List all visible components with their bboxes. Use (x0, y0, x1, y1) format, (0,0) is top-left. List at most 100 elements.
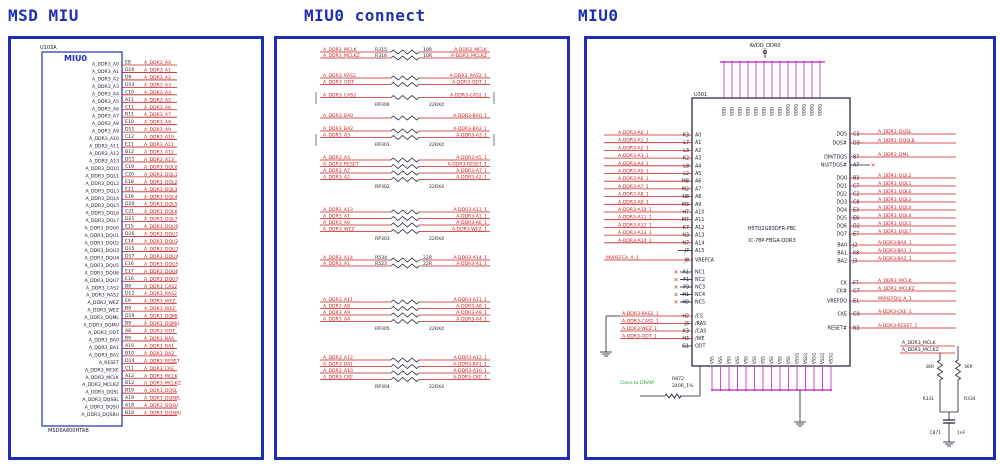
net-label: A_DDR3_DQU0 (144, 224, 178, 230)
addr-net: A-DDR3-A0_1 (618, 130, 649, 136)
data-pin-ball: A7 (853, 163, 859, 169)
data-pin-name: DQ4 (836, 208, 847, 214)
pack-value: 22RX4 (429, 184, 444, 190)
net-right: A-DDR3-A1_1 (456, 214, 487, 220)
vdd-label: VDD (754, 107, 759, 116)
pin-name: A_DDR3_A4 (92, 91, 119, 97)
pin-ball: C19 (125, 164, 134, 170)
addr-name: A7 (695, 186, 701, 192)
pin-ball: A10 (125, 343, 134, 349)
data-pin-name: CKE (837, 312, 847, 318)
net-right: A-DDR3-A7_1 (456, 168, 487, 174)
pin-ball: C10 (125, 89, 134, 95)
junction (787, 61, 789, 63)
addr-name: A12 (695, 225, 704, 231)
vref-net: MVREFCA_A_1 (606, 255, 639, 261)
ctrl-ball: H2 (682, 314, 689, 320)
res-ref: R534 (375, 255, 387, 261)
addr-ball: L7 (683, 140, 689, 146)
pin-name: A_DDR3_DQU5 (85, 263, 119, 269)
vss-label: VSS (727, 356, 732, 364)
ctrl-net: A-DDR3-RAS2_1 (622, 311, 659, 317)
pin-name: A_DDR3_DQU7 (85, 278, 119, 284)
data-pin-ball: G7 (853, 289, 860, 295)
data-pin-name: DQ2 (836, 192, 847, 198)
pin-name: A_DDR3_DQU6 (85, 270, 119, 276)
pin-name: A_DDR3_DQSBU (81, 412, 119, 418)
net-left: A_DDR3_A8 (323, 304, 350, 310)
net-label: A_DDR3_A8 (144, 120, 171, 126)
msd-miu-panel (8, 36, 264, 460)
res-ref: R523 (375, 261, 387, 267)
ctrl-net: A-DDR3-WEZ_1 (622, 326, 657, 332)
data-pin-name: DQ0 (836, 176, 847, 182)
net-right: A-DDR3-A3_1 (456, 133, 487, 139)
junction (747, 61, 749, 63)
junction (819, 61, 821, 63)
res-value: 22R (423, 255, 433, 261)
pin-ball: D9 (125, 74, 132, 80)
net-right: A-DDR3-CAS2_1 (450, 93, 487, 99)
net-label: A_DDR3_A11 (144, 142, 174, 148)
ctrl-name: /RAS (695, 321, 706, 327)
ctrl-ball: G1 (682, 344, 689, 350)
data-pin-name: NU/TDQS# (821, 163, 847, 169)
pin-ball: E15 (125, 224, 134, 230)
pin-name: A_DDR3_CAS2 (86, 285, 119, 291)
pin-ball: E8 (125, 60, 131, 66)
net-left: A_DDR3_A13 (323, 207, 353, 213)
right-title: MIU0 (578, 6, 619, 25)
pin-name: A_DDR3_DQU1 (85, 233, 119, 239)
term-res: 36R (964, 364, 973, 370)
vdd-label: VDD (738, 107, 743, 116)
net-left: A_DDR3_A4 (323, 317, 350, 323)
data-net: A_DDR3_DQL1 (878, 181, 912, 187)
resistor (390, 305, 420, 312)
data-pin-ball: J3 (852, 259, 857, 265)
resistor (390, 75, 420, 81)
ctrl-net: A-DDR3-CAS2_1 (622, 319, 659, 325)
pin-name: A_RESET (99, 360, 119, 366)
pin-name: A_DDR3_DQMU (84, 323, 119, 329)
nc-name: NC1 (695, 270, 705, 276)
pin-ball: D15 (125, 246, 134, 252)
pin-name: A_DDR3_A12 (89, 151, 119, 157)
pin-name: A_DDR3_DQU4 (85, 255, 119, 261)
net-left: A_DDR3_WEZ (323, 227, 355, 233)
net-left: A_DDR3_MCLKZ (323, 53, 360, 59)
net-label: A_DDR3_A1 (144, 67, 171, 73)
net-label: A_DDR3_A0 (144, 60, 171, 66)
pin-ball: D11 (125, 127, 134, 133)
resistor (936, 359, 944, 381)
pin-ball: E19 (125, 194, 134, 200)
net-label: A_DDR3_WEZ (144, 306, 176, 312)
addr-net: A-DDR3-A14_1 (618, 238, 652, 244)
net-right: A-DDR3-A13_1 (453, 207, 487, 213)
pin-ball: B18 (125, 410, 134, 416)
resistor (390, 163, 420, 170)
data-pin-ball: G9 (853, 312, 860, 318)
pin-name: A_DDR3_A11 (89, 144, 119, 150)
data-net: A_DDR3_DQL6 (878, 189, 912, 195)
pin-ball: D10 (125, 67, 134, 73)
nc-name: NC2 (695, 277, 705, 283)
data-pin-name: BA1 (837, 251, 847, 257)
addr-ball: M7 (682, 217, 689, 223)
net-label: A_DDR3_DQU2 (144, 239, 178, 245)
net-right: A-DDR3-CKE_1 (453, 375, 487, 381)
net-label: A_DDR3_A9 (144, 127, 171, 133)
data-net: A-DDR3-BA1_1 (878, 248, 912, 254)
ctrl-ball: K3 (683, 329, 689, 335)
pin-ball: A12 (125, 373, 134, 379)
pin-name: A_DDR3_DQML (84, 315, 119, 321)
addr-ball: N7 (682, 240, 689, 246)
pin-name: A_DDR3_A1 (92, 69, 119, 75)
data-pin-name: DQ1 (836, 184, 847, 190)
resistor (390, 94, 420, 101)
cap-ref: C871 (930, 430, 942, 436)
resistor (390, 209, 420, 215)
pin-ball: D17 (125, 253, 134, 259)
pin-ball: C11 (125, 365, 134, 371)
junction (803, 61, 805, 63)
resistor (390, 222, 420, 228)
